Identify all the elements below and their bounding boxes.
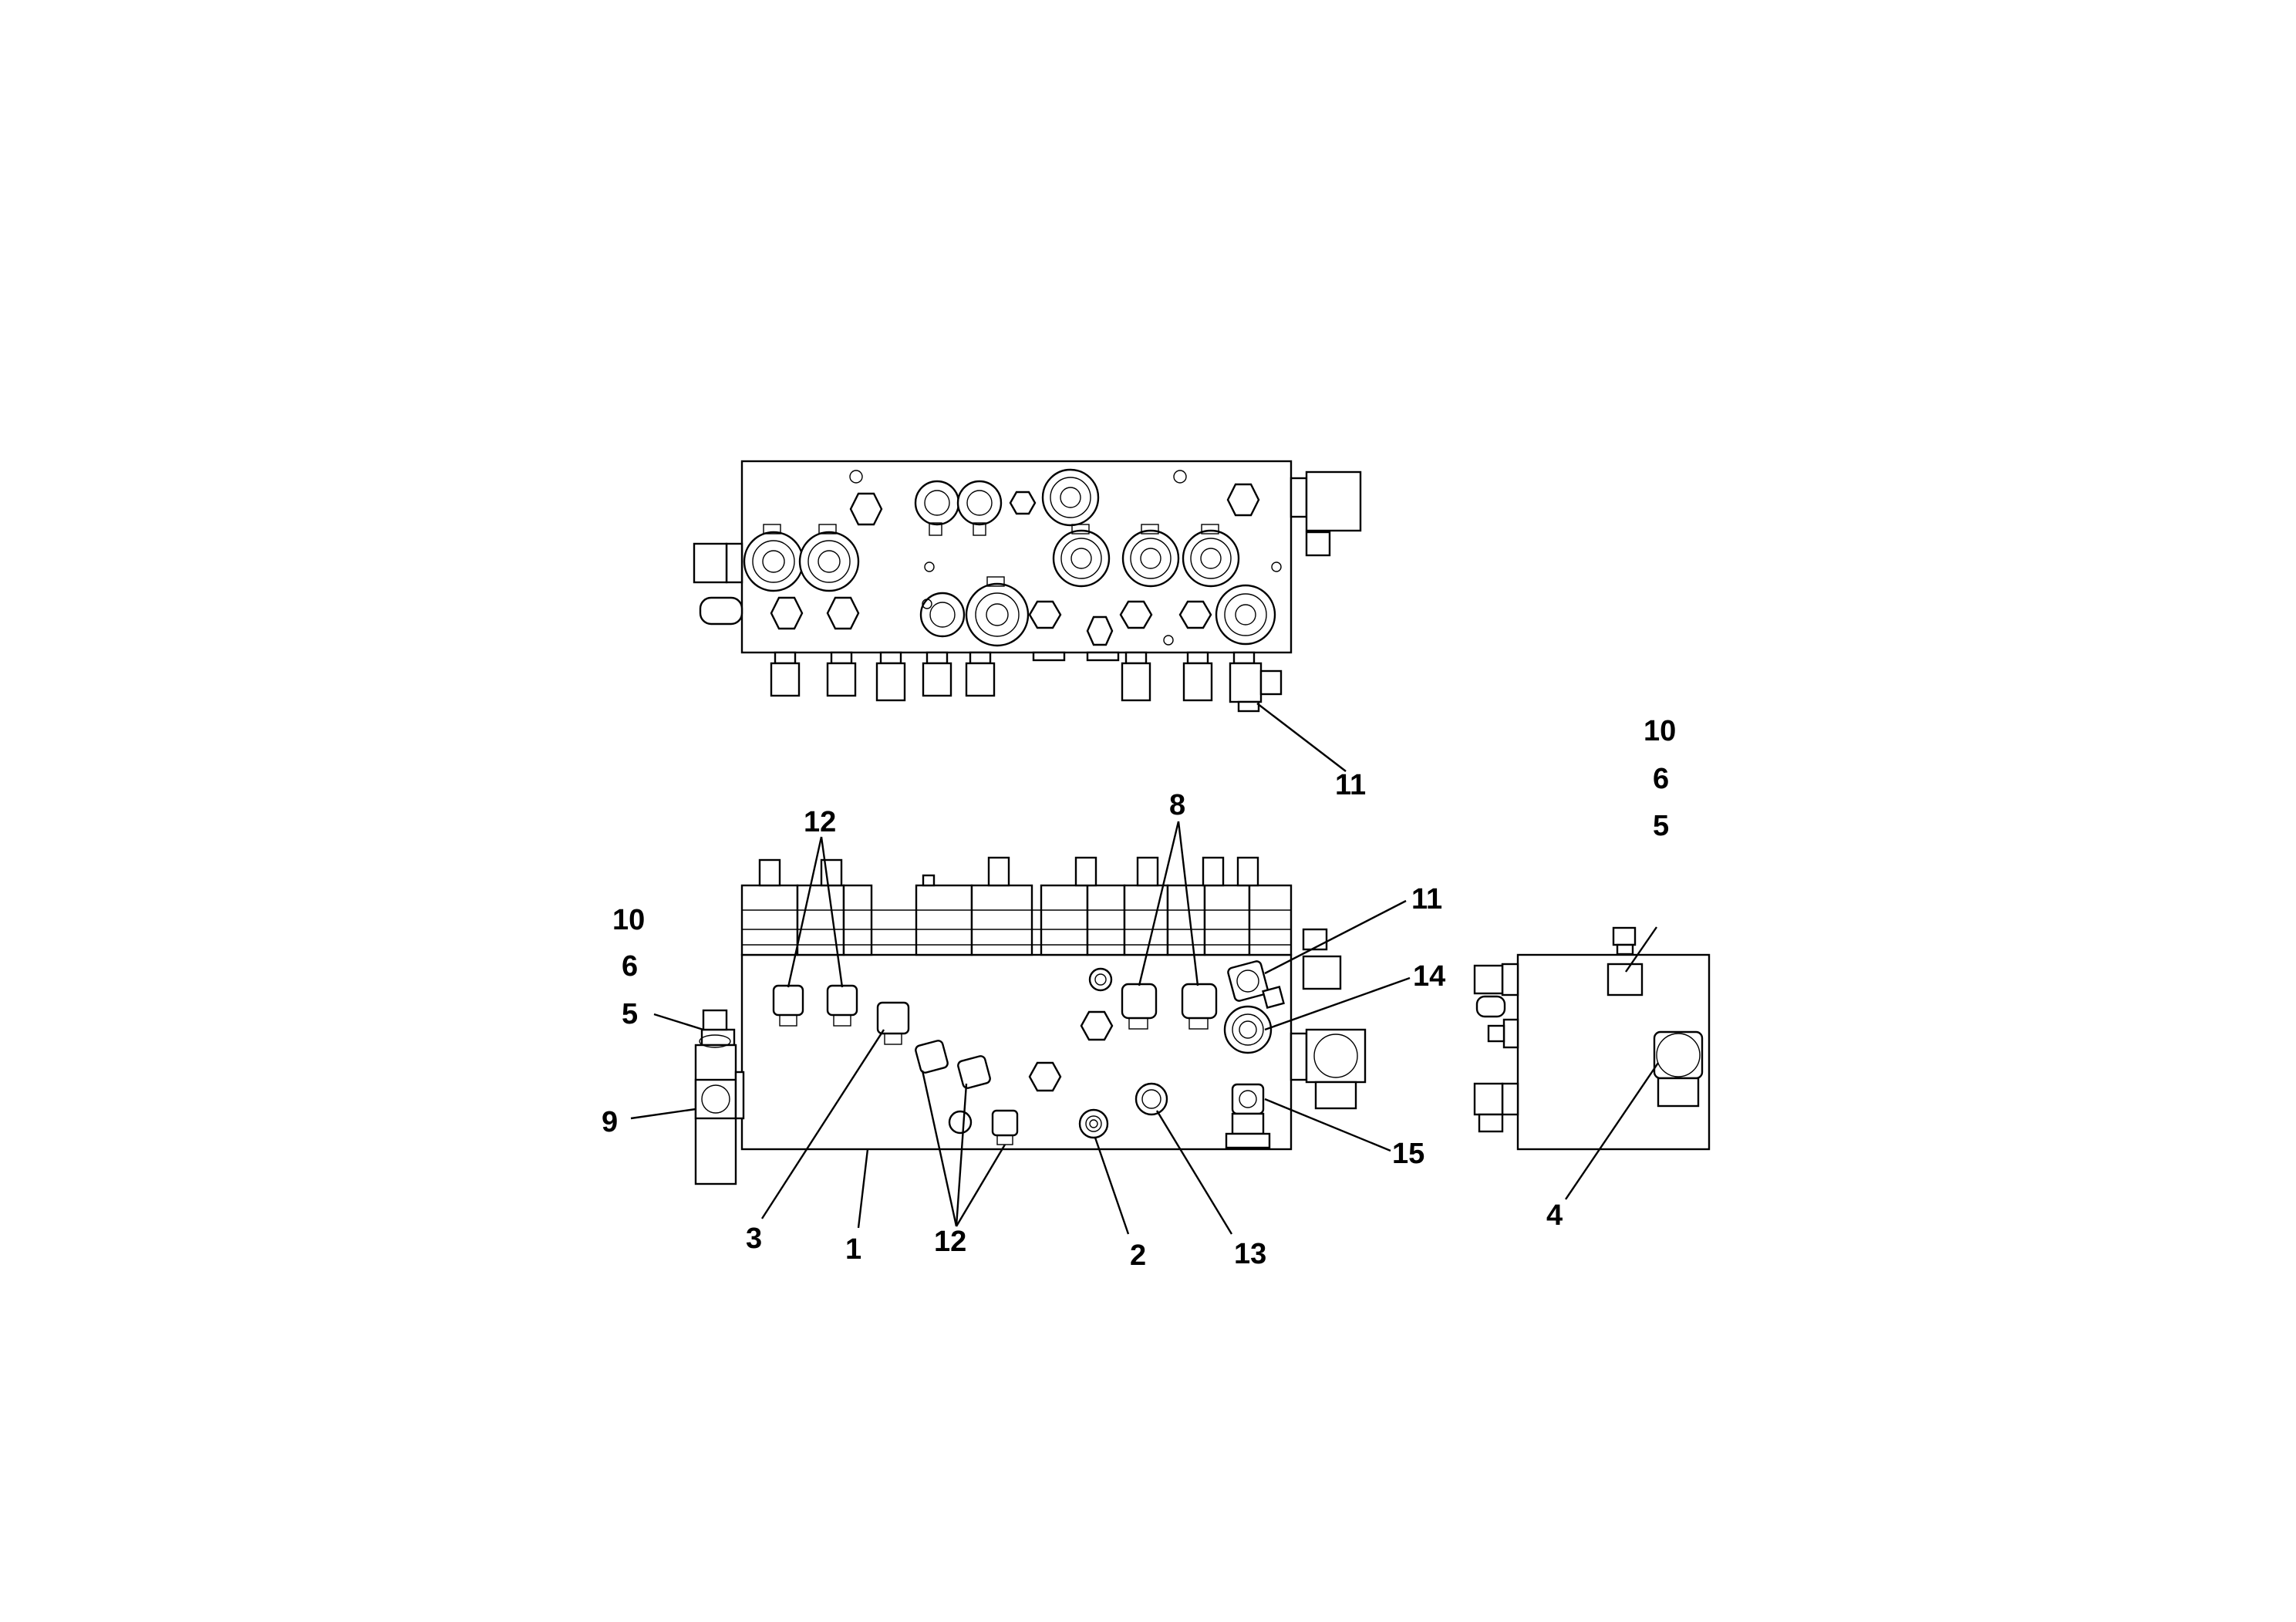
side-view-valve-block bbox=[1473, 926, 1711, 1151]
callout-12-bottom: 12 bbox=[934, 1226, 966, 1258]
callout-3: 3 bbox=[746, 1222, 762, 1255]
callout-2: 2 bbox=[1130, 1239, 1146, 1272]
callout-8: 8 bbox=[1169, 789, 1185, 821]
callout-11-top: 11 bbox=[1335, 769, 1366, 801]
callout-labels: 11 12 8 11 14 10 6 5 9 3 1 12 2 13 15 10… bbox=[602, 715, 1676, 1272]
callout-12-top: 12 bbox=[804, 806, 836, 838]
callout-13: 13 bbox=[1234, 1238, 1266, 1270]
top-view-coils bbox=[743, 468, 1276, 647]
callout-10-right: 10 bbox=[1644, 715, 1676, 747]
front-view-ports bbox=[772, 960, 1285, 1149]
callout-5-right: 5 bbox=[1653, 810, 1669, 842]
leader-lines bbox=[630, 703, 1659, 1235]
callout-6-left: 6 bbox=[622, 950, 638, 983]
top-view-bottom-fittings bbox=[770, 651, 1283, 713]
callout-15: 15 bbox=[1392, 1138, 1424, 1170]
callout-14: 14 bbox=[1413, 960, 1445, 993]
callout-1: 1 bbox=[845, 1233, 861, 1266]
callout-10-left: 10 bbox=[612, 904, 645, 936]
top-view-hex-plugs bbox=[770, 483, 1260, 646]
callout-9: 9 bbox=[602, 1106, 618, 1138]
front-view-valve-block bbox=[694, 856, 1367, 1185]
front-view-coils bbox=[740, 856, 1293, 956]
top-view-valve-block bbox=[693, 460, 1362, 713]
callout-5-left: 5 bbox=[622, 998, 638, 1030]
callout-11-front: 11 bbox=[1411, 883, 1442, 916]
callout-6-right: 6 bbox=[1653, 763, 1669, 795]
callout-4: 4 bbox=[1546, 1199, 1563, 1232]
